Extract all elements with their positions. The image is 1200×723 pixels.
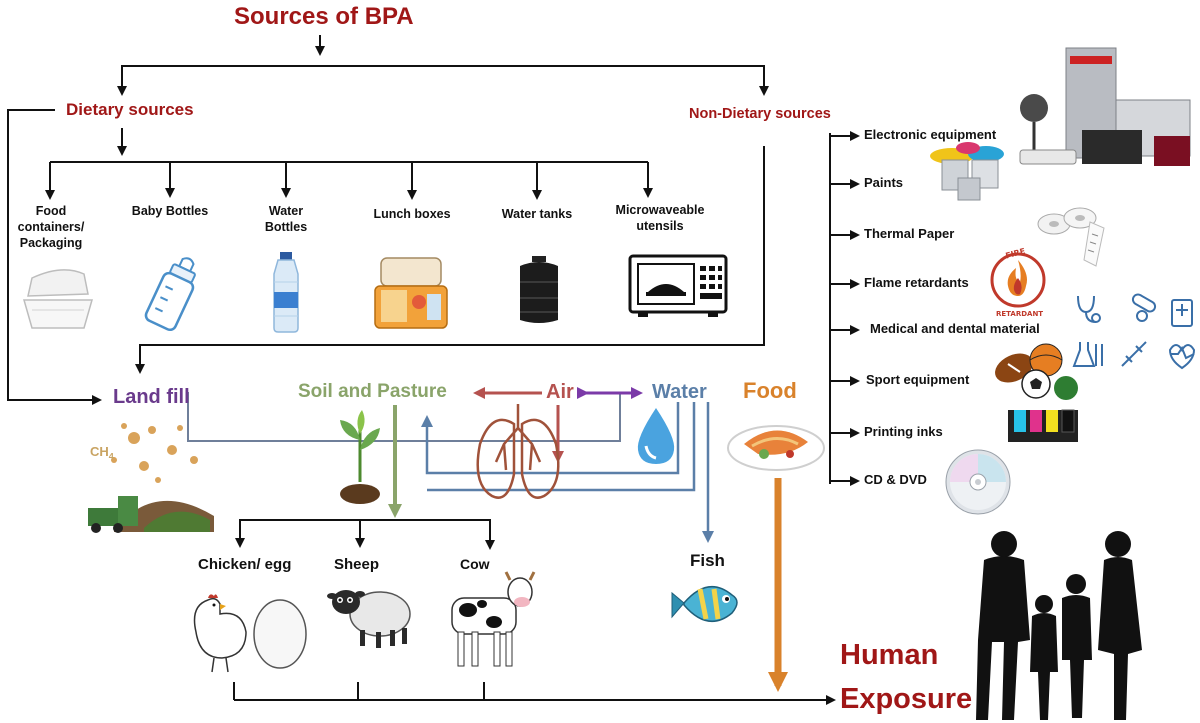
family-silhouette-icon	[976, 531, 1142, 720]
landfill-label: Land fill	[113, 386, 190, 408]
non-dietary-paints: Paints	[864, 175, 904, 190]
baby-bottle-icon	[144, 257, 196, 332]
water-drop-icon	[637, 408, 675, 464]
fish-label: Fish	[690, 551, 725, 570]
lungs-icon	[476, 404, 560, 499]
dietary-item-water-tanks: Water tanks	[501, 207, 573, 221]
water-tank-icon	[520, 256, 558, 323]
soil-pasture-label: Soil and Pasture	[298, 381, 447, 402]
dietary-sources-label: Dietary sources	[66, 100, 194, 119]
balls-icon	[995, 343, 1078, 400]
non-dietary-sources-label: Non-Dietary sources	[689, 106, 831, 122]
dietary-item-water-bottles: Water Bottles	[264, 204, 308, 234]
food-container-icon	[23, 269, 93, 329]
water-label: Water	[652, 381, 707, 403]
medical-icon	[1072, 293, 1196, 370]
microwave-icon	[628, 254, 728, 317]
non-dietary-flame-retardants: Flame retardants	[864, 275, 969, 290]
seedling-icon	[340, 410, 380, 504]
human-exposure-line2: Exposure	[840, 683, 973, 715]
dietary-item-food-containers: Food containers/ Packaging	[17, 204, 85, 250]
lunch-box-icon	[374, 257, 448, 329]
animal-cow: Cow	[460, 556, 490, 572]
methane-label: CH4	[90, 444, 114, 462]
landfill-icon	[88, 423, 214, 533]
animal-sheep: Sheep	[334, 556, 380, 573]
sheep-icon	[327, 590, 411, 648]
paper-rolls-icon	[1037, 207, 1105, 267]
air-label: Air	[546, 381, 574, 403]
cow-icon	[451, 571, 536, 667]
top-connectors	[7, 35, 860, 705]
non-dietary-thermal-paper: Thermal Paper	[864, 226, 955, 241]
non-dietary-medical-dental: Medical and dental material	[870, 321, 1040, 336]
food-label: Food	[743, 378, 797, 403]
non-dietary-sport-equipment: Sport equipment	[866, 372, 970, 387]
chicken-egg-icon	[193, 594, 307, 673]
diagram-title: Sources of BPA	[234, 3, 414, 30]
water-bottle-icon	[273, 252, 299, 333]
food-plate-icon	[727, 425, 825, 471]
dietary-item-lunch-boxes: Lunch boxes	[373, 207, 451, 221]
non-dietary-printing-inks: Printing inks	[864, 424, 943, 439]
animal-chicken-egg: Chicken/ egg	[198, 556, 292, 573]
dietary-item-microwaveable-utensils: Microwaveable utensils	[615, 203, 705, 233]
paint-buckets-icon	[930, 142, 1004, 201]
ink-cartridges-icon	[1008, 409, 1078, 442]
fire-badge-bottom: RETARDANT	[996, 310, 1043, 318]
non-dietary-electronic-equipment: Electronic equipment	[864, 127, 997, 142]
electronics-icon	[1019, 47, 1191, 166]
disc-icon	[945, 449, 1011, 515]
environment-flows	[187, 387, 788, 692]
fish-icon	[671, 586, 738, 622]
human-exposure-line1: Human	[840, 639, 939, 671]
non-dietary-cd-dvd: CD & DVD	[864, 472, 927, 487]
dietary-item-baby-bottles: Baby Bottles	[131, 204, 209, 218]
fire-retardant-icon: FIRE RETARDANT	[990, 247, 1046, 318]
